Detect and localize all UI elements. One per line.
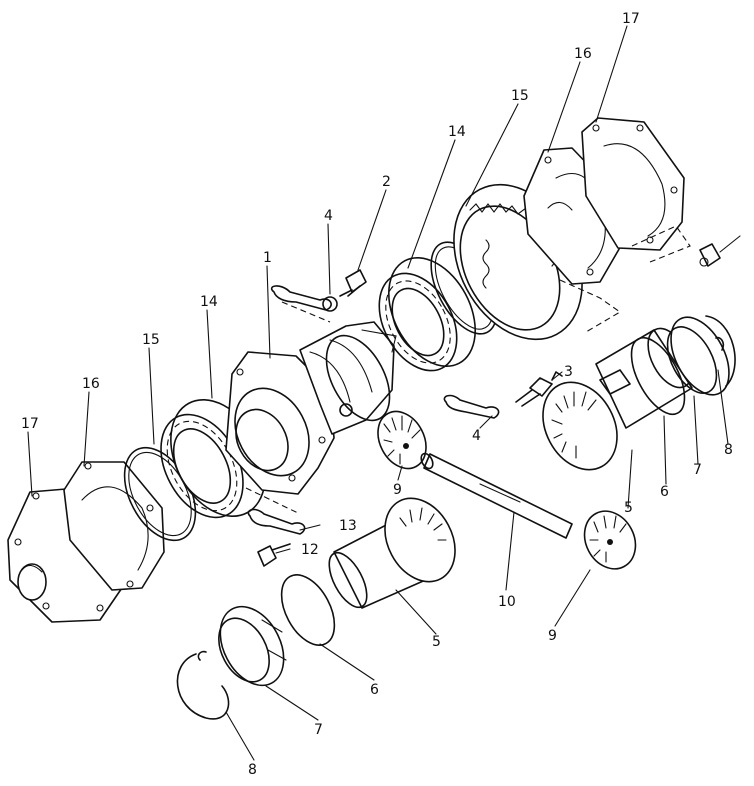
end-cover-right (581, 117, 685, 251)
lock-plate-bottom (247, 508, 306, 535)
callout-7-right: 7 (693, 462, 702, 478)
bearing-sleeve-right (666, 316, 730, 396)
callout-13: 13 (339, 518, 357, 534)
callout-15-right: 15 (511, 88, 529, 104)
callout-14-right: 14 (448, 124, 466, 140)
callout-1: 1 (263, 250, 272, 266)
callout-5-bottom: 5 (432, 634, 441, 650)
pinion-gear-upper (377, 410, 427, 470)
callout-7-bottom: 7 (314, 722, 323, 738)
side-gear-bottom (328, 497, 456, 609)
pinion-shaft (420, 452, 573, 539)
lock-plate-right (443, 394, 500, 419)
callout-4-top: 4 (324, 208, 333, 224)
callout-17-right: 17 (622, 11, 640, 27)
pinion-gear-lower (583, 510, 637, 570)
circlip-bottom (176, 650, 230, 720)
callout-3: 3 (564, 364, 573, 380)
callout-6-bottom: 6 (370, 682, 379, 698)
callout-14-left: 14 (200, 294, 218, 310)
callout-labels: 17 16 15 14 2 4 1 14 15 16 17 3 4 9 13 1… (21, 11, 733, 778)
circlip-right (705, 315, 736, 387)
callout-17-left: 17 (21, 416, 39, 432)
bearing-sleeve-bottom (218, 605, 287, 687)
lock-plate-top (270, 285, 338, 312)
callout-8-right: 8 (724, 442, 733, 458)
callout-4-right: 4 (472, 428, 481, 444)
shim-washer-right (630, 336, 686, 416)
leader-lines (27, 25, 729, 761)
callout-6-right: 6 (660, 484, 669, 500)
bolt (339, 269, 367, 297)
bearing-right (378, 256, 477, 372)
shim-washer-bottom (280, 574, 336, 646)
callout-9-upper: 9 (393, 482, 402, 498)
callout-9-lower: 9 (548, 628, 557, 644)
callout-10: 10 (498, 594, 516, 610)
callout-2: 2 (382, 174, 391, 190)
breather-plug (699, 235, 741, 267)
screw (257, 543, 291, 567)
callout-15-left: 15 (142, 332, 160, 348)
assembly-guides (245, 225, 691, 515)
callout-16-left: 16 (82, 376, 100, 392)
housing (225, 321, 397, 495)
lock-screw (515, 371, 563, 407)
callout-16-right: 16 (574, 46, 592, 62)
callout-12: 12 (301, 542, 319, 558)
callout-8-bottom: 8 (248, 762, 257, 778)
gasket-left (63, 461, 165, 591)
callout-5-right: 5 (624, 500, 633, 516)
